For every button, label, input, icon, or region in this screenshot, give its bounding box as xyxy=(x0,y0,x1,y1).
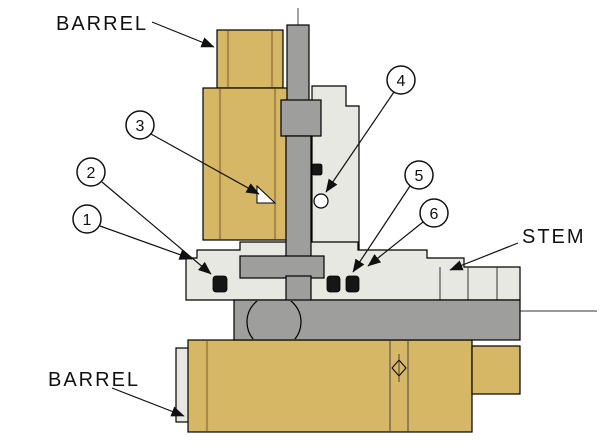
leader-stem xyxy=(449,242,519,271)
o-ring-center xyxy=(326,275,341,293)
leader-callout-1 xyxy=(99,225,193,260)
o-ring-right xyxy=(345,275,360,293)
brass-facet-lines xyxy=(205,31,277,431)
check-ball xyxy=(313,193,329,209)
stem-top-shaft xyxy=(286,24,310,104)
callout-balloons: 1 2 3 4 5 6 xyxy=(72,65,449,234)
upper-seal xyxy=(311,163,323,176)
stem-upper-flange xyxy=(280,99,322,137)
bottom-hex-edges xyxy=(389,341,409,431)
leader-barrel-bottom xyxy=(111,387,185,417)
label-barrel-top: BARREL xyxy=(56,13,148,35)
stem-foot-flange xyxy=(239,255,325,279)
leader-callout-4 xyxy=(325,91,395,193)
callout-1-number: 1 xyxy=(83,212,92,229)
leader-callout-6 xyxy=(367,221,424,267)
callout-4-balloon xyxy=(386,65,416,95)
callout-2-balloon xyxy=(76,157,106,187)
leader-callout-3 xyxy=(150,133,260,195)
bottom-barrel-end xyxy=(471,345,521,395)
label-stem: STEM xyxy=(522,226,586,248)
bottom-barrel-body xyxy=(187,339,473,433)
seal-group xyxy=(212,163,360,293)
stem-guide-grooves xyxy=(439,267,498,300)
callout-4-number: 4 xyxy=(397,73,406,90)
callout-6-number: 6 xyxy=(430,206,439,223)
callout-3-number: 3 xyxy=(136,118,145,135)
stem-ball-arc xyxy=(246,301,302,339)
o-ring-left xyxy=(212,275,228,293)
callout-6-balloon xyxy=(419,198,449,228)
leader-barrel-top xyxy=(151,21,215,48)
bore-chamfer xyxy=(256,184,277,204)
callout-2-number: 2 xyxy=(87,165,96,182)
leader-lines xyxy=(99,21,519,417)
callout-3-balloon xyxy=(125,110,155,140)
stem-mid-shaft xyxy=(285,135,312,259)
stem-lower-neck xyxy=(285,275,312,303)
leader-callout-5 xyxy=(352,185,411,273)
leader-callout-2 xyxy=(101,181,212,275)
callout-1-balloon xyxy=(72,204,102,234)
callout-5-balloon xyxy=(404,160,434,190)
callout-5-number: 5 xyxy=(415,168,424,185)
label-barrel-bottom: BARREL xyxy=(48,369,140,391)
top-barrel-hex xyxy=(202,87,292,241)
